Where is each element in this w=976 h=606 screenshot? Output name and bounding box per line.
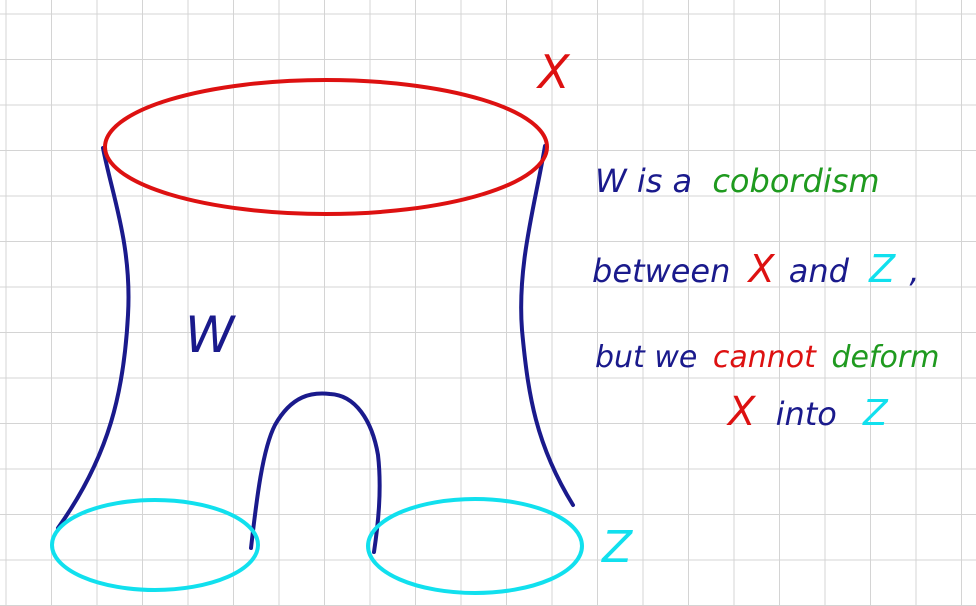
cobordism-note: W is a cobordism between X and Z , but w… bbox=[592, 162, 939, 435]
z-boundary-circle-right bbox=[368, 499, 582, 593]
w-right-side bbox=[521, 146, 573, 505]
label-z: Z bbox=[601, 522, 633, 573]
manifold-w-outline bbox=[58, 146, 573, 552]
w-left-side bbox=[58, 148, 129, 528]
note-line-2: between X and Z , bbox=[592, 247, 920, 291]
label-x: X bbox=[536, 45, 571, 99]
label-w: W bbox=[185, 306, 236, 364]
note-line-3: but we cannot deform bbox=[595, 340, 939, 375]
note-line-4: X into Z bbox=[726, 389, 889, 435]
z-boundary-circle-left bbox=[52, 500, 258, 590]
note-line-1: W is a cobordism bbox=[595, 162, 880, 200]
w-inner-arch bbox=[251, 394, 380, 552]
x-boundary-circle bbox=[105, 80, 547, 214]
